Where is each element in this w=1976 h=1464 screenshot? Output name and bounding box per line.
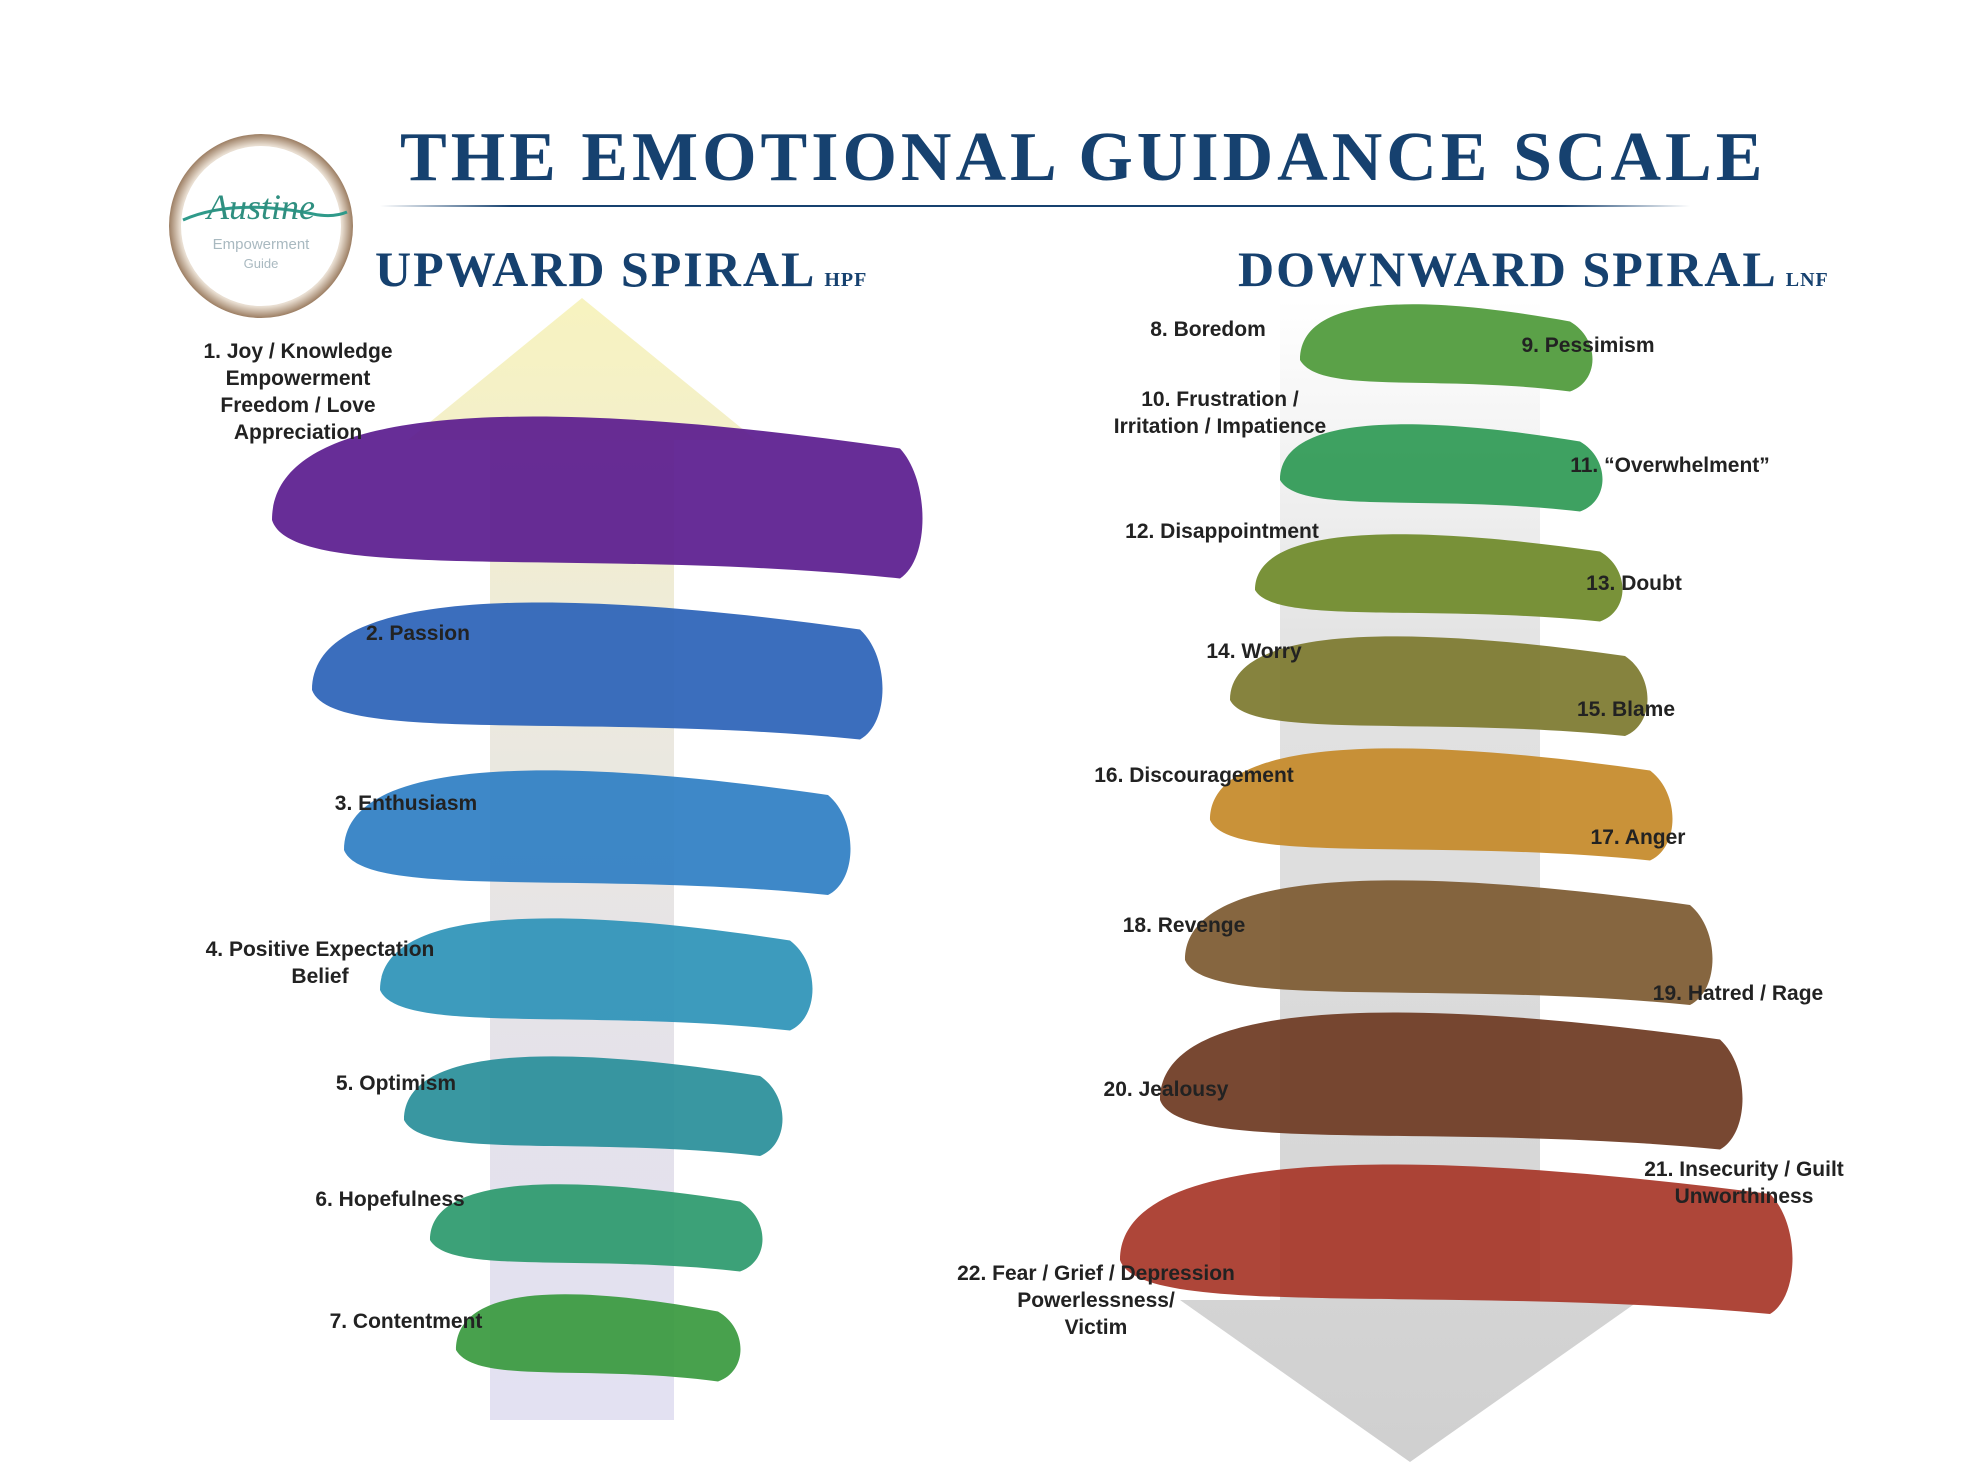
downward-label-9: 9. Pessimism [1521, 334, 1655, 357]
upward-spiral [272, 416, 923, 1382]
upward-heading: UPWARD SPIRAL HPF [375, 240, 867, 298]
upward-band-4 [380, 918, 813, 1031]
downward-label-13: 13. Doubt [1586, 572, 1682, 595]
downward-band-3 [1255, 534, 1623, 622]
downward-label-10: 10. Frustration / Irritation / Impatienc… [1113, 388, 1327, 438]
brand-logo: Austine Empowerment Guide [163, 128, 359, 324]
upward-heading-text: UPWARD SPIRAL [375, 241, 817, 297]
upward-label-4: 4. Positive Expectation Belief [205, 938, 435, 988]
downward-heading-text: DOWNWARD SPIRAL [1238, 241, 1778, 297]
logo-seal-icon [169, 134, 353, 318]
downward-label-15: 15. Blame [1576, 698, 1676, 721]
page-title: THE EMOTIONAL GUIDANCE SCALE [400, 119, 1767, 196]
downward-band-5 [1210, 748, 1673, 861]
upward-label-2: 2. Passion [366, 622, 470, 645]
downward-label-14: 14. Worry [1206, 640, 1302, 663]
logo-script: Austine [207, 187, 315, 227]
upward-abbr: HPF [824, 269, 868, 291]
downward-band-6 [1185, 880, 1713, 1005]
downward-heading: DOWNWARD SPIRAL LNF [1238, 240, 1829, 298]
downward-label-11: 11. “Overwhelment” [1570, 454, 1770, 477]
downward-band-2 [1280, 424, 1603, 512]
downward-label-21: 21. Insecurity / Guilt Unworthiness [1644, 1158, 1844, 1208]
downward-label-8: 8. Boredom [1150, 318, 1266, 341]
downward-label-17: 17. Anger [1590, 826, 1686, 849]
downward-band-4 [1230, 636, 1648, 736]
downward-label-22: 22. Fear / Grief / Depression Powerlessn… [957, 1262, 1235, 1339]
downward-label-18: 18. Revenge [1122, 914, 1246, 937]
downward-band-1 [1300, 304, 1593, 392]
downward-band-7 [1160, 1012, 1743, 1150]
upward-band-6 [430, 1184, 763, 1272]
downward-label-20: 20. Jealousy [1103, 1078, 1229, 1101]
downward-label-12: 12. Disappointment [1125, 520, 1319, 543]
upward-label-6: 6. Hopefulness [315, 1188, 465, 1211]
upward-label-1: 1. Joy / Knowledge Empowerment Freedom /… [203, 340, 393, 444]
upward-label-7: 7. Contentment [329, 1310, 483, 1333]
title-divider [380, 205, 1690, 207]
logo-line-1: Empowerment [212, 236, 310, 253]
downward-abbr: LNF [1785, 269, 1829, 291]
downward-band-8 [1120, 1164, 1793, 1314]
downward-spiral [1120, 304, 1793, 1314]
downward-label-19: 19. Hatred / Rage [1652, 982, 1824, 1005]
upward-band-2 [312, 602, 883, 740]
upward-band-1 [272, 416, 923, 579]
upward-label-5: 5. Optimism [335, 1072, 457, 1095]
downward-label-16: 16. Discouragement [1094, 764, 1294, 787]
upward-band-5 [404, 1056, 783, 1156]
upward-band-3 [344, 770, 851, 895]
logo-line-2: Guide [243, 256, 279, 271]
upward-label-3: 3. Enthusiasm [334, 792, 478, 815]
upward-band-7 [456, 1294, 741, 1382]
